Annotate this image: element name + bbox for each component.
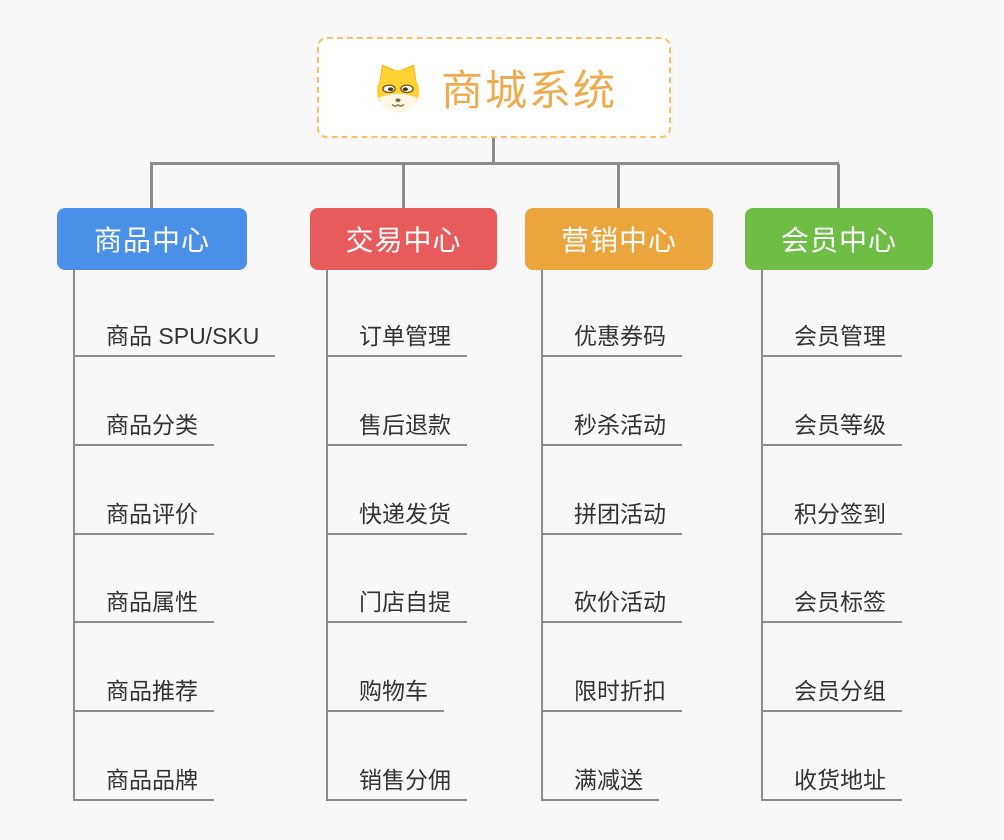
child-topic[interactable]: 销售分佣	[326, 759, 467, 801]
branch-node-trade-center[interactable]: 交易中心	[310, 208, 497, 270]
child-topic[interactable]: 会员等级	[761, 404, 902, 446]
connector-bus	[150, 162, 839, 165]
child-topic[interactable]: 限时折扣	[541, 670, 682, 712]
branch-node-member-center[interactable]: 会员中心	[745, 208, 933, 270]
child-topic[interactable]: 商品推荐	[73, 670, 214, 712]
child-topic[interactable]: 砍价活动	[541, 581, 682, 623]
child-topic[interactable]: 拼团活动	[541, 493, 682, 535]
branch-label: 会员中心	[780, 225, 897, 256]
child-topic[interactable]: 商品品牌	[73, 759, 214, 801]
connector-trunk	[326, 270, 328, 801]
child-topic[interactable]: 商品分类	[73, 404, 214, 446]
connector-drop	[402, 164, 405, 208]
connector-trunk	[761, 270, 763, 801]
child-topic[interactable]: 会员标签	[761, 581, 902, 623]
child-topic[interactable]: 购物车	[326, 670, 444, 712]
root-title: 商城系统	[440, 67, 617, 114]
root-node[interactable]: 商城系统	[317, 37, 671, 138]
branch-node-product-center[interactable]: 商品中心	[57, 208, 247, 270]
connector-trunk	[73, 270, 75, 801]
child-topic[interactable]: 会员分组	[761, 670, 902, 712]
child-topic[interactable]: 满减送	[541, 759, 659, 801]
child-topic[interactable]: 门店自提	[326, 581, 467, 623]
child-topic[interactable]: 积分签到	[761, 493, 902, 535]
dog-icon	[376, 64, 420, 112]
connector-trunk	[541, 270, 543, 801]
connector-drop	[837, 164, 840, 208]
child-topic[interactable]: 优惠券码	[541, 315, 682, 357]
branch-node-marketing-center[interactable]: 营销中心	[525, 208, 713, 270]
child-topic[interactable]: 售后退款	[326, 404, 467, 446]
connector-drop	[150, 164, 153, 208]
child-topic[interactable]: 订单管理	[326, 315, 467, 357]
child-topic[interactable]: 商品评价	[73, 493, 214, 535]
child-topic[interactable]: 快递发货	[326, 493, 467, 535]
connector-drop	[617, 164, 620, 208]
child-topic[interactable]: 商品属性	[73, 581, 214, 623]
branch-label: 交易中心	[345, 225, 462, 256]
child-topic[interactable]: 商品 SPU/SKU	[73, 315, 276, 357]
child-topic[interactable]: 会员管理	[761, 315, 902, 357]
branch-label: 营销中心	[560, 225, 677, 256]
child-topic[interactable]: 秒杀活动	[541, 404, 682, 446]
connector-root-stub	[492, 138, 495, 163]
child-topic[interactable]: 收货地址	[761, 759, 902, 801]
branch-label: 商品中心	[93, 225, 210, 256]
